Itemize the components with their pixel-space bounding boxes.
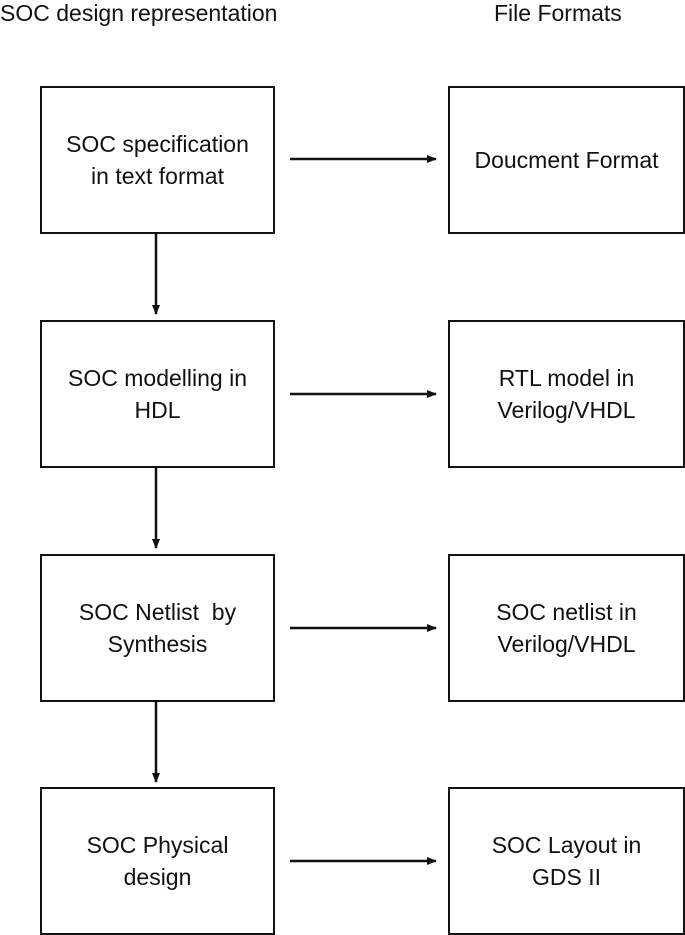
physical-design-box: SOC Physical design — [40, 787, 275, 935]
netlist-format-box: SOC netlist in Verilog/VHDL — [448, 554, 685, 702]
box-line: HDL — [134, 397, 181, 423]
hdl-model-box: SOC modelling in HDL — [40, 320, 275, 468]
box-line: in text format — [91, 163, 224, 189]
box-line: SOC modelling in — [68, 365, 247, 391]
box-line: RTL model in — [498, 365, 635, 391]
netlist-box: SOC Netlist by Synthesis — [40, 554, 275, 702]
rtl-format-box: RTL model in Verilog/VHDL — [448, 320, 685, 468]
box-line: Doucment Format — [474, 147, 659, 173]
box-line: SOC Physical — [86, 832, 229, 858]
box-line: SOC specification — [66, 131, 249, 157]
box-line: SOC Netlist by — [78, 599, 237, 625]
box-line: SOC Layout in — [491, 832, 642, 858]
layout-format-box: SOC Layout in GDS II — [448, 787, 685, 935]
box-line: Synthesis — [107, 631, 208, 657]
document-format-box: Doucment Format — [448, 86, 685, 234]
spec-box: SOC specification in text format — [40, 86, 275, 234]
box-line: design — [123, 864, 192, 890]
design-representation-heading: SOC design representation — [0, 0, 278, 26]
file-formats-heading: File Formats — [494, 0, 622, 26]
box-line: GDS II — [531, 864, 601, 890]
box-line: SOC netlist in — [496, 599, 637, 625]
box-line: Verilog/VHDL — [497, 397, 636, 423]
box-line: Verilog/VHDL — [497, 631, 636, 657]
